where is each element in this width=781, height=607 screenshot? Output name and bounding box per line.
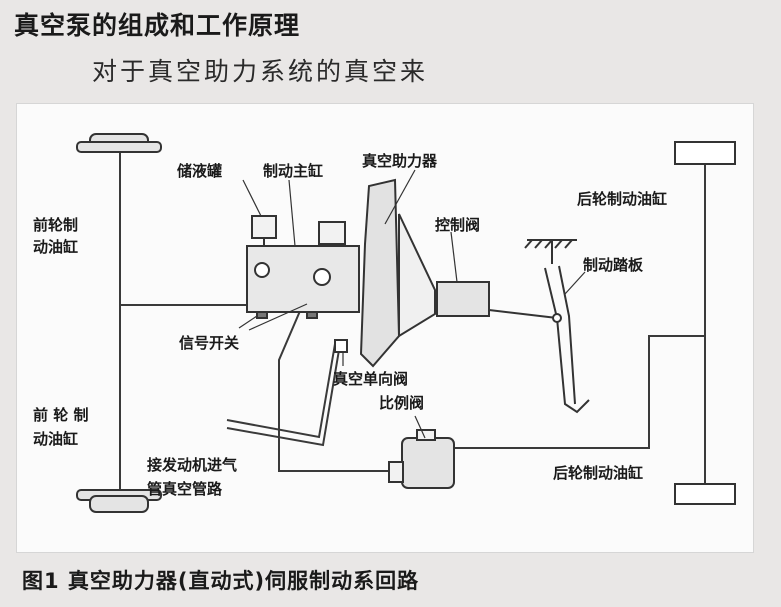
proportion-valve <box>388 429 455 489</box>
label-master-cylinder: 制动主缸 <box>263 162 323 180</box>
brake-pedal <box>524 239 590 414</box>
label-booster: 真空助力器 <box>362 152 438 170</box>
label-engine-pipe-1: 接发动机进气 <box>147 456 237 474</box>
label-signal-switch: 信号开关 <box>179 334 239 352</box>
label-reservoir: 储液罐 <box>177 162 222 180</box>
label-control-valve: 控制阀 <box>435 216 480 234</box>
vacuum-pipe-inner <box>226 349 340 447</box>
push-rod <box>488 309 558 319</box>
label-front-cylinder-bottom-2: 动油缸 <box>33 430 78 448</box>
page-title: 真空泵的组成和工作原理 <box>14 11 301 40</box>
label-front-cylinder-top-1: 前轮制 <box>33 216 78 234</box>
front-cylinder-bottom <box>76 489 162 513</box>
label-front-cylinder-top-2: 动油缸 <box>33 238 78 256</box>
label-proportion-valve: 比例阀 <box>379 394 424 412</box>
label-front-cylinder-bottom-1: 前 轮 制 <box>33 406 88 424</box>
master-to-valve-line <box>278 289 389 472</box>
page-subtitle: 对于真空助力系统的真空来 <box>92 57 429 86</box>
label-brake-pedal: 制动踏板 <box>583 256 644 274</box>
rear-brake-line <box>451 335 705 449</box>
front-cylinder-top <box>76 133 162 153</box>
check-valve <box>334 339 348 353</box>
rear-cylinder-bottom <box>674 483 736 505</box>
master-cylinder <box>246 215 360 319</box>
brake-system-diagram: 前轮制 动油缸 前 轮 制 动油缸 储液罐 制动主缸 真空助力器 控制阀 后轮制… <box>33 133 736 513</box>
label-check-valve: 真空单向阀 <box>333 370 408 388</box>
vacuum-booster <box>359 178 436 368</box>
label-rear-cylinder-bottom: 后轮制动油缸 <box>553 464 643 482</box>
rear-cylinder-top <box>674 141 736 165</box>
label-rear-cylinder-top: 后轮制动油缸 <box>577 190 667 208</box>
label-engine-pipe-2: 管真空管路 <box>147 480 223 498</box>
figure-caption: 图1 真空助力器(直动式)伺服制动系回路 <box>22 569 420 593</box>
control-valve <box>436 281 490 317</box>
